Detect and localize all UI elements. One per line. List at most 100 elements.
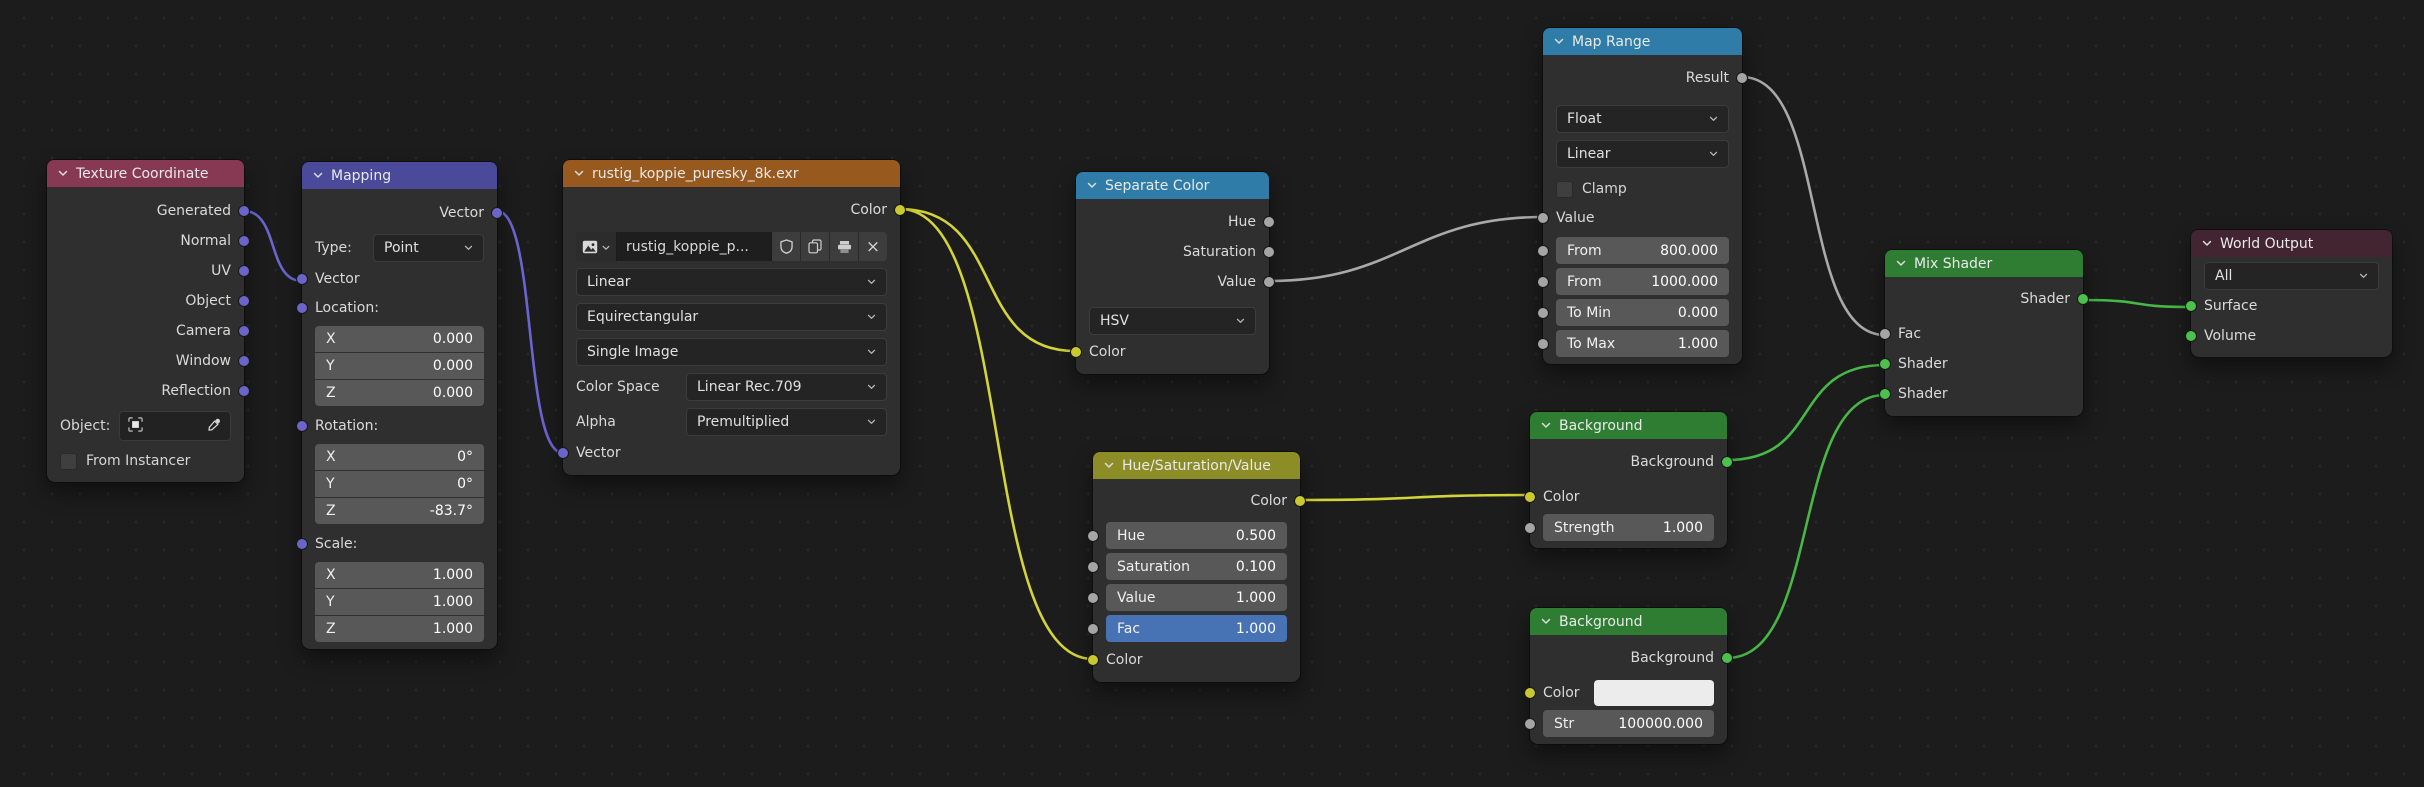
- socket-normal-output[interactable]: [238, 235, 250, 247]
- socket-strength-input[interactable]: [1524, 521, 1536, 534]
- image-browse-button[interactable]: [576, 232, 617, 261]
- socket-to-max-input[interactable]: [1537, 337, 1549, 350]
- collapse-chevron-icon[interactable]: [1104, 462, 1114, 469]
- color-space-dropdown[interactable]: Linear Rec.709: [686, 373, 887, 401]
- duplicate-copy-button[interactable]: [801, 232, 830, 261]
- node-mapping[interactable]: Mapping Vector Type: Point Vector Locati…: [296, 162, 503, 649]
- projection-dropdown[interactable]: Equirectangular: [576, 303, 887, 331]
- collapse-chevron-icon[interactable]: [58, 170, 68, 177]
- alpha-dropdown[interactable]: Premultiplied: [686, 408, 887, 436]
- socket-reflection-output[interactable]: [238, 385, 250, 397]
- socket-surface-input[interactable]: [2185, 300, 2197, 312]
- socket-background-output[interactable]: [1721, 652, 1733, 664]
- node-header-map-range[interactable]: Map Range: [1543, 28, 1742, 55]
- socket-scale-input[interactable]: [296, 538, 308, 550]
- collapse-chevron-icon[interactable]: [1541, 618, 1551, 625]
- socket-fac-input[interactable]: [1879, 328, 1891, 340]
- socket-color-output[interactable]: [1294, 495, 1306, 507]
- socket-fac-input[interactable]: [1087, 622, 1099, 635]
- type-dropdown[interactable]: Point: [373, 234, 484, 262]
- socket-location-input[interactable]: [296, 302, 308, 314]
- collapse-chevron-icon[interactable]: [574, 170, 584, 177]
- interpolation-dropdown[interactable]: Linear: [1556, 140, 1729, 168]
- socket-vector-input[interactable]: [296, 273, 308, 285]
- socket-volume-input[interactable]: [2185, 330, 2197, 342]
- socket-saturation-input[interactable]: [1087, 560, 1099, 573]
- node-texture-coordinate[interactable]: Texture Coordinate Generated Normal UV O…: [47, 160, 250, 482]
- node-header-background-top[interactable]: Background: [1530, 412, 1727, 439]
- socket-camera-output[interactable]: [238, 325, 250, 337]
- socket-strength-input[interactable]: [1524, 717, 1536, 730]
- node-header-separate-color[interactable]: Separate Color: [1076, 172, 1269, 199]
- socket-value-input[interactable]: [1087, 591, 1099, 604]
- socket-shader1-input[interactable]: [1879, 358, 1891, 370]
- collapse-chevron-icon[interactable]: [1541, 422, 1551, 429]
- color-swatch[interactable]: [1593, 680, 1714, 706]
- from-instancer-checkbox[interactable]: [60, 452, 77, 470]
- socket-color-input[interactable]: [1524, 491, 1536, 503]
- eyedropper-icon[interactable]: [207, 417, 222, 436]
- node-header-texture-coordinate[interactable]: Texture Coordinate: [47, 160, 244, 187]
- collapse-chevron-icon[interactable]: [1554, 38, 1564, 45]
- socket-background-output[interactable]: [1721, 456, 1733, 468]
- node-header-hsv[interactable]: Hue/Saturation/Value: [1093, 452, 1300, 479]
- node-environment-texture[interactable]: rustig_koppie_puresky_8k.exr Color rusti…: [557, 160, 906, 475]
- object-picker-field[interactable]: [119, 411, 231, 441]
- socket-color-output[interactable]: [894, 204, 906, 216]
- socket-window-output[interactable]: [238, 355, 250, 367]
- node-world-output[interactable]: World Output All Surface Volume: [2185, 230, 2392, 357]
- unlink-image-button[interactable]: ×: [859, 232, 887, 261]
- node-header-world-output[interactable]: World Output: [2191, 230, 2392, 257]
- collapse-chevron-icon[interactable]: [1896, 260, 1906, 267]
- socket-hue-output[interactable]: [1263, 216, 1275, 228]
- socket-uv-output[interactable]: [238, 265, 250, 277]
- node-header-environment-texture[interactable]: rustig_koppie_puresky_8k.exr: [563, 160, 900, 187]
- socket-hue-input[interactable]: [1087, 529, 1099, 542]
- socket-rotation-input[interactable]: [296, 420, 308, 432]
- socket-color-input[interactable]: [1524, 687, 1536, 699]
- image-name-field[interactable]: rustig_koppie_p...: [617, 232, 772, 261]
- socket-color-input[interactable]: [1087, 654, 1099, 666]
- mode-dropdown[interactable]: HSV: [1089, 307, 1256, 335]
- socket-to-min-input[interactable]: [1537, 306, 1549, 319]
- socket-shader-output[interactable]: [2077, 293, 2089, 305]
- socket-result-output[interactable]: [1736, 72, 1748, 84]
- pack-image-button[interactable]: [830, 232, 859, 261]
- socket-vector-input[interactable]: [557, 447, 569, 459]
- node-header-mix-shader[interactable]: Mix Shader: [1885, 250, 2083, 277]
- target-dropdown[interactable]: All: [2204, 262, 2379, 290]
- socket-saturation-output[interactable]: [1263, 246, 1275, 258]
- socket-from-min-input[interactable]: [1537, 244, 1549, 257]
- node-map-range[interactable]: Map Range Result Float Linear Clamp Valu…: [1537, 28, 1748, 364]
- socket-vector-output[interactable]: [491, 207, 503, 219]
- socket-value-input[interactable]: [1537, 212, 1549, 224]
- socket-color-input[interactable]: [1070, 346, 1082, 358]
- data-type-dropdown[interactable]: Float: [1556, 105, 1729, 133]
- collapse-chevron-icon[interactable]: [1087, 182, 1097, 189]
- collapse-chevron-icon[interactable]: [313, 172, 323, 179]
- collapse-chevron-icon[interactable]: [2202, 240, 2212, 247]
- node-header-background-bottom[interactable]: Background: [1530, 608, 1727, 635]
- socket-object-output[interactable]: [238, 295, 250, 307]
